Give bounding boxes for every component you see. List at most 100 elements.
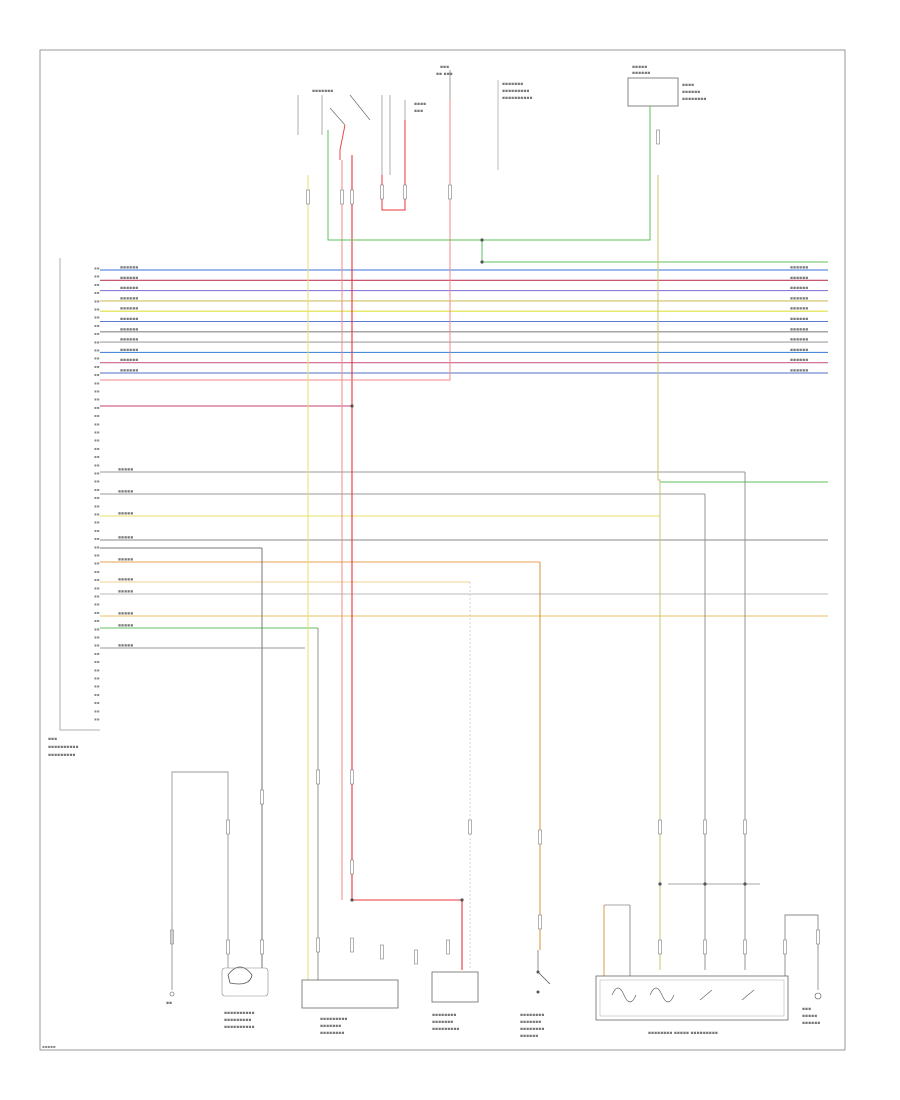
junction-dot-1: [480, 238, 484, 242]
relay-label-2: ▪▪▪: [414, 109, 423, 114]
pin-column: ▪▪ ▪▪ ▪▪ ▪▪ ▪▪ ▪▪ ▪▪ ▪▪ ▪▪ ▪▪ ▪▪ ▪▪ ▪▪ ▪▪ ▪▪ ▪▪ ▪▪ ▪▪ ▪▪ ▪▪…: [94, 266, 100, 722]
fuse-box: ▪▪▪▪▪ ▪▪▪▪▪▪ ▪▪▪▪ ▪▪▪▪▪▪ ▪▪▪▪▪▪▪▪: [627, 65, 706, 107]
pin-tick: ▪▪: [94, 413, 100, 418]
connector-marker-16: [743, 819, 747, 835]
green-wire-bus: [481, 240, 828, 263]
bus-wire-label-right-7: ▪▪▪▪▪▪: [790, 338, 808, 343]
bus-wire-label-3: ▪▪▪▪▪▪: [120, 296, 138, 301]
pin-tick: ▪▪: [94, 462, 100, 467]
bus-wire-label-right-6: ▪▪▪▪▪▪: [790, 327, 808, 332]
pin-tick: ▪▪: [94, 536, 100, 541]
junction-dot-0: [350, 404, 354, 408]
sensor-left-label-3: ▪▪▪▪▪▪▪▪▪▪: [224, 1025, 255, 1030]
pin-tick: ▪▪: [94, 339, 100, 344]
bus-wire-label-6: ▪▪▪▪▪▪: [120, 327, 138, 332]
pin-tick: ▪▪: [94, 438, 100, 443]
side-wire-label-5: ▪▪▪▪▪: [118, 578, 133, 583]
bus-wire-label-right-8: ▪▪▪▪▪▪: [790, 348, 808, 353]
module-mid-label-3: ▪▪▪▪▪▪▪▪: [320, 1031, 344, 1036]
bus-wire-label-right-2: ▪▪▪▪▪▪: [790, 286, 808, 291]
pin-tick: ▪▪: [94, 708, 100, 713]
connector-marker-18: [316, 937, 320, 953]
pin-tick: ▪▪: [94, 479, 100, 484]
pin-tick: ▪▪: [94, 372, 100, 377]
ground-label-2: ▪▪▪▪▪: [802, 1014, 817, 1019]
pin-tick: ▪▪: [94, 544, 100, 549]
sensor-left-label-2: ▪▪▪▪▪▪▪▪▪: [224, 1018, 251, 1023]
red-switch-lead: [339, 124, 346, 160]
pin-tick: ▪▪: [94, 553, 100, 558]
selector-assembly-box: [595, 975, 789, 1021]
pin-tick: ▪▪: [94, 569, 100, 574]
bus-wire-label-right-5: ▪▪▪▪▪▪: [790, 317, 808, 322]
vertical-wires: [100, 100, 828, 980]
bus-wire-label-right-10: ▪▪▪▪▪▪: [790, 369, 808, 374]
bus-wire-label-10: ▪▪▪▪▪▪: [120, 369, 138, 374]
switch-bottom-label: ▪▪▪▪▪▪▪▪: [520, 1013, 544, 1018]
power-label: ▪▪▪▪▪▪▪: [502, 82, 523, 87]
side-wire-label-1: ▪▪▪▪▪: [118, 490, 133, 495]
connector-marker-21: [414, 949, 418, 965]
control-module-text-3: ▪▪▪▪▪▪▪▪▪: [48, 753, 75, 758]
connector-marker-12: [468, 819, 472, 835]
bus-wire-label-0: ▪▪▪▪▪▪: [120, 266, 138, 271]
pin-tick: ▪▪: [94, 430, 100, 435]
connector-marker-2: [350, 189, 354, 205]
pin-tick: ▪▪: [94, 471, 100, 476]
connector-marker-23: [658, 939, 662, 955]
ground-label-3: ▪▪▪▪▪▪: [802, 1021, 820, 1026]
sensor-left: [227, 966, 253, 985]
pin-tick: ▪▪: [94, 618, 100, 623]
junction-dot-7: [460, 898, 464, 902]
connector-marker-0: [306, 189, 310, 205]
pin-tick: ▪▪: [94, 594, 100, 599]
switch-bottom-label-2: ▪▪▪▪▪▪▪: [520, 1020, 541, 1025]
pin-tick: ▪▪: [94, 643, 100, 648]
pin-tick: ▪▪: [94, 676, 100, 681]
bus-wire-label-5: ▪▪▪▪▪▪: [120, 317, 138, 322]
pin-tick: ▪▪: [94, 487, 100, 492]
module-mid-label-2: ▪▪▪▪▪▪▪: [320, 1024, 341, 1029]
gray-wire-ground: [171, 771, 229, 968]
control-module-text-2: ▪▪▪▪▪▪▪▪▪▪: [48, 745, 79, 750]
bus-wire-label-right-4: ▪▪▪▪▪▪: [790, 307, 808, 312]
pin-tick: ▪▪: [94, 651, 100, 656]
fuse-box-desc-3: ▪▪▪▪▪▪▪▪: [682, 97, 706, 102]
connector-marker-19: [350, 937, 354, 953]
pin-tick: ▪▪: [94, 503, 100, 508]
side-wire-label-0: ▪▪▪▪▪: [118, 468, 133, 473]
pin-tick: ▪▪: [94, 282, 100, 287]
bus-wire-label-right-1: ▪▪▪▪▪▪: [790, 276, 808, 281]
fuse-box-label-2: ▪▪▪▪▪▪: [632, 71, 650, 76]
side-wire-label-2: ▪▪▪▪▪: [118, 512, 133, 517]
junction-dot-3: [658, 882, 662, 886]
pin-tick: ▪▪: [94, 561, 100, 566]
pin-tick: ▪▪: [94, 389, 100, 394]
diagram-frame: [39, 49, 846, 1051]
bus-wire-label-right-0: ▪▪▪▪▪▪: [790, 266, 808, 271]
pin-tick: ▪▪: [94, 356, 100, 361]
pin-tick: ▪▪: [94, 495, 100, 500]
side-wire-label-9: ▪▪▪▪▪: [118, 644, 133, 649]
pin-tick: ▪▪: [94, 380, 100, 385]
pin-tick: ▪▪: [94, 659, 100, 664]
footer-tag: ▪▪▪▪▪: [42, 1044, 56, 1049]
bus-wires: ▪▪▪▪▪▪ ▪▪▪▪▪▪ ▪▪▪▪▪▪ ▪▪▪▪▪▪ ▪▪▪▪▪▪ ▪▪▪▪▪▪ ▪▪▪▪…: [100, 266, 828, 407]
junction-dot-4: [703, 882, 707, 886]
fuse-box-desc: ▪▪▪▪: [682, 83, 694, 88]
pin-tick: ▪▪: [94, 717, 100, 722]
pin-tick: ▪▪: [94, 298, 100, 303]
connector-marker-20: [380, 944, 384, 960]
pin-tick: ▪▪: [94, 397, 100, 402]
side-wire-label-8: ▪▪▪▪▪: [118, 624, 133, 629]
side-wire-label-7: ▪▪▪▪▪: [118, 612, 133, 617]
pin-tick: ▪▪: [94, 610, 100, 615]
fuse-box-label: ▪▪▪▪▪: [632, 65, 647, 70]
connector-marker-9: [316, 769, 320, 785]
pin-tick: ▪▪: [94, 323, 100, 328]
module-box-mid: [301, 979, 399, 1009]
switch-label: ▪▪▪▪▪▪▪: [312, 89, 333, 94]
side-wire-label-6: ▪▪▪▪▪: [118, 590, 133, 595]
pin-tick: ▪▪: [94, 364, 100, 369]
